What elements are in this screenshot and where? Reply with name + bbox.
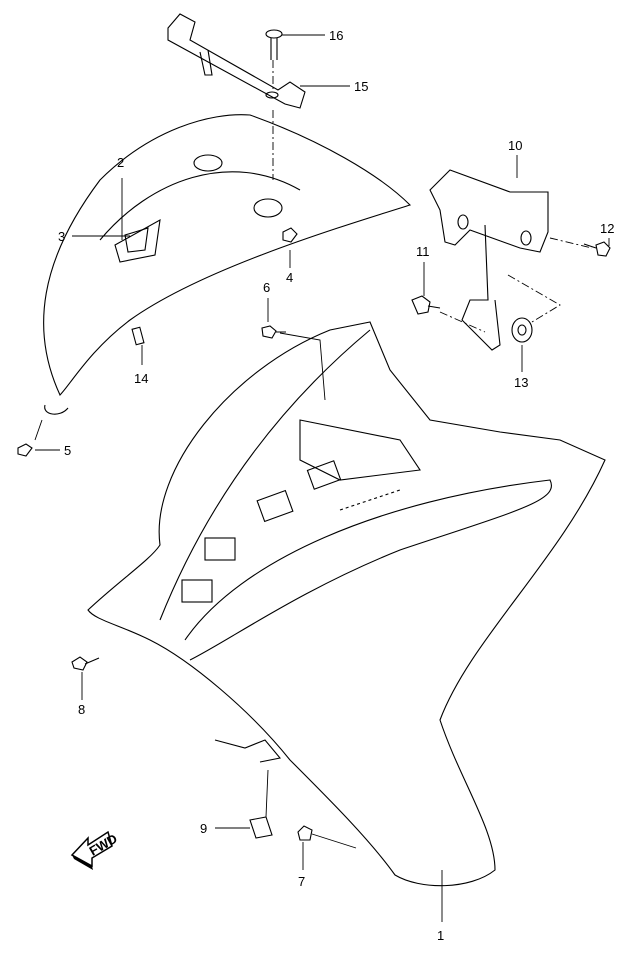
callout-2: 2 (117, 155, 124, 170)
callout-1: 1 (437, 928, 444, 943)
inner-cover-2 (43, 114, 412, 415)
callout-15: 15 (354, 79, 368, 94)
callout-14: 14 (134, 371, 148, 386)
front-cover-1 (87, 321, 606, 887)
nut-4 (282, 227, 298, 243)
callout-12: 12 (600, 221, 614, 236)
bolt-12 (583, 241, 611, 257)
nut-9 (249, 816, 273, 839)
grommet-13 (511, 317, 533, 343)
screw-8 (71, 656, 100, 671)
callout-6: 6 (263, 280, 270, 295)
callout-7: 7 (298, 874, 305, 889)
callout-11: 11 (416, 244, 430, 259)
leader-lines (34, 34, 610, 922)
clip-7 (297, 825, 313, 841)
callout-8: 8 (78, 702, 85, 717)
screw-16 (265, 29, 283, 60)
screw-6 (261, 325, 286, 339)
callout-3: 3 (58, 229, 65, 244)
clip-5 (17, 443, 33, 457)
bracket-10 (429, 169, 549, 351)
fwd-label: FWD (87, 831, 120, 859)
fwd-arrow: FWD (70, 831, 120, 870)
callout-10: 10 (508, 138, 522, 153)
callout-9: 9 (200, 821, 207, 836)
bolt-11 (411, 295, 441, 315)
callout-5: 5 (64, 443, 71, 458)
callout-13: 13 (514, 375, 528, 390)
bracket-15 (167, 13, 306, 109)
strip-14 (131, 326, 145, 346)
callout-4: 4 (286, 270, 293, 285)
callout-16: 16 (329, 28, 343, 43)
